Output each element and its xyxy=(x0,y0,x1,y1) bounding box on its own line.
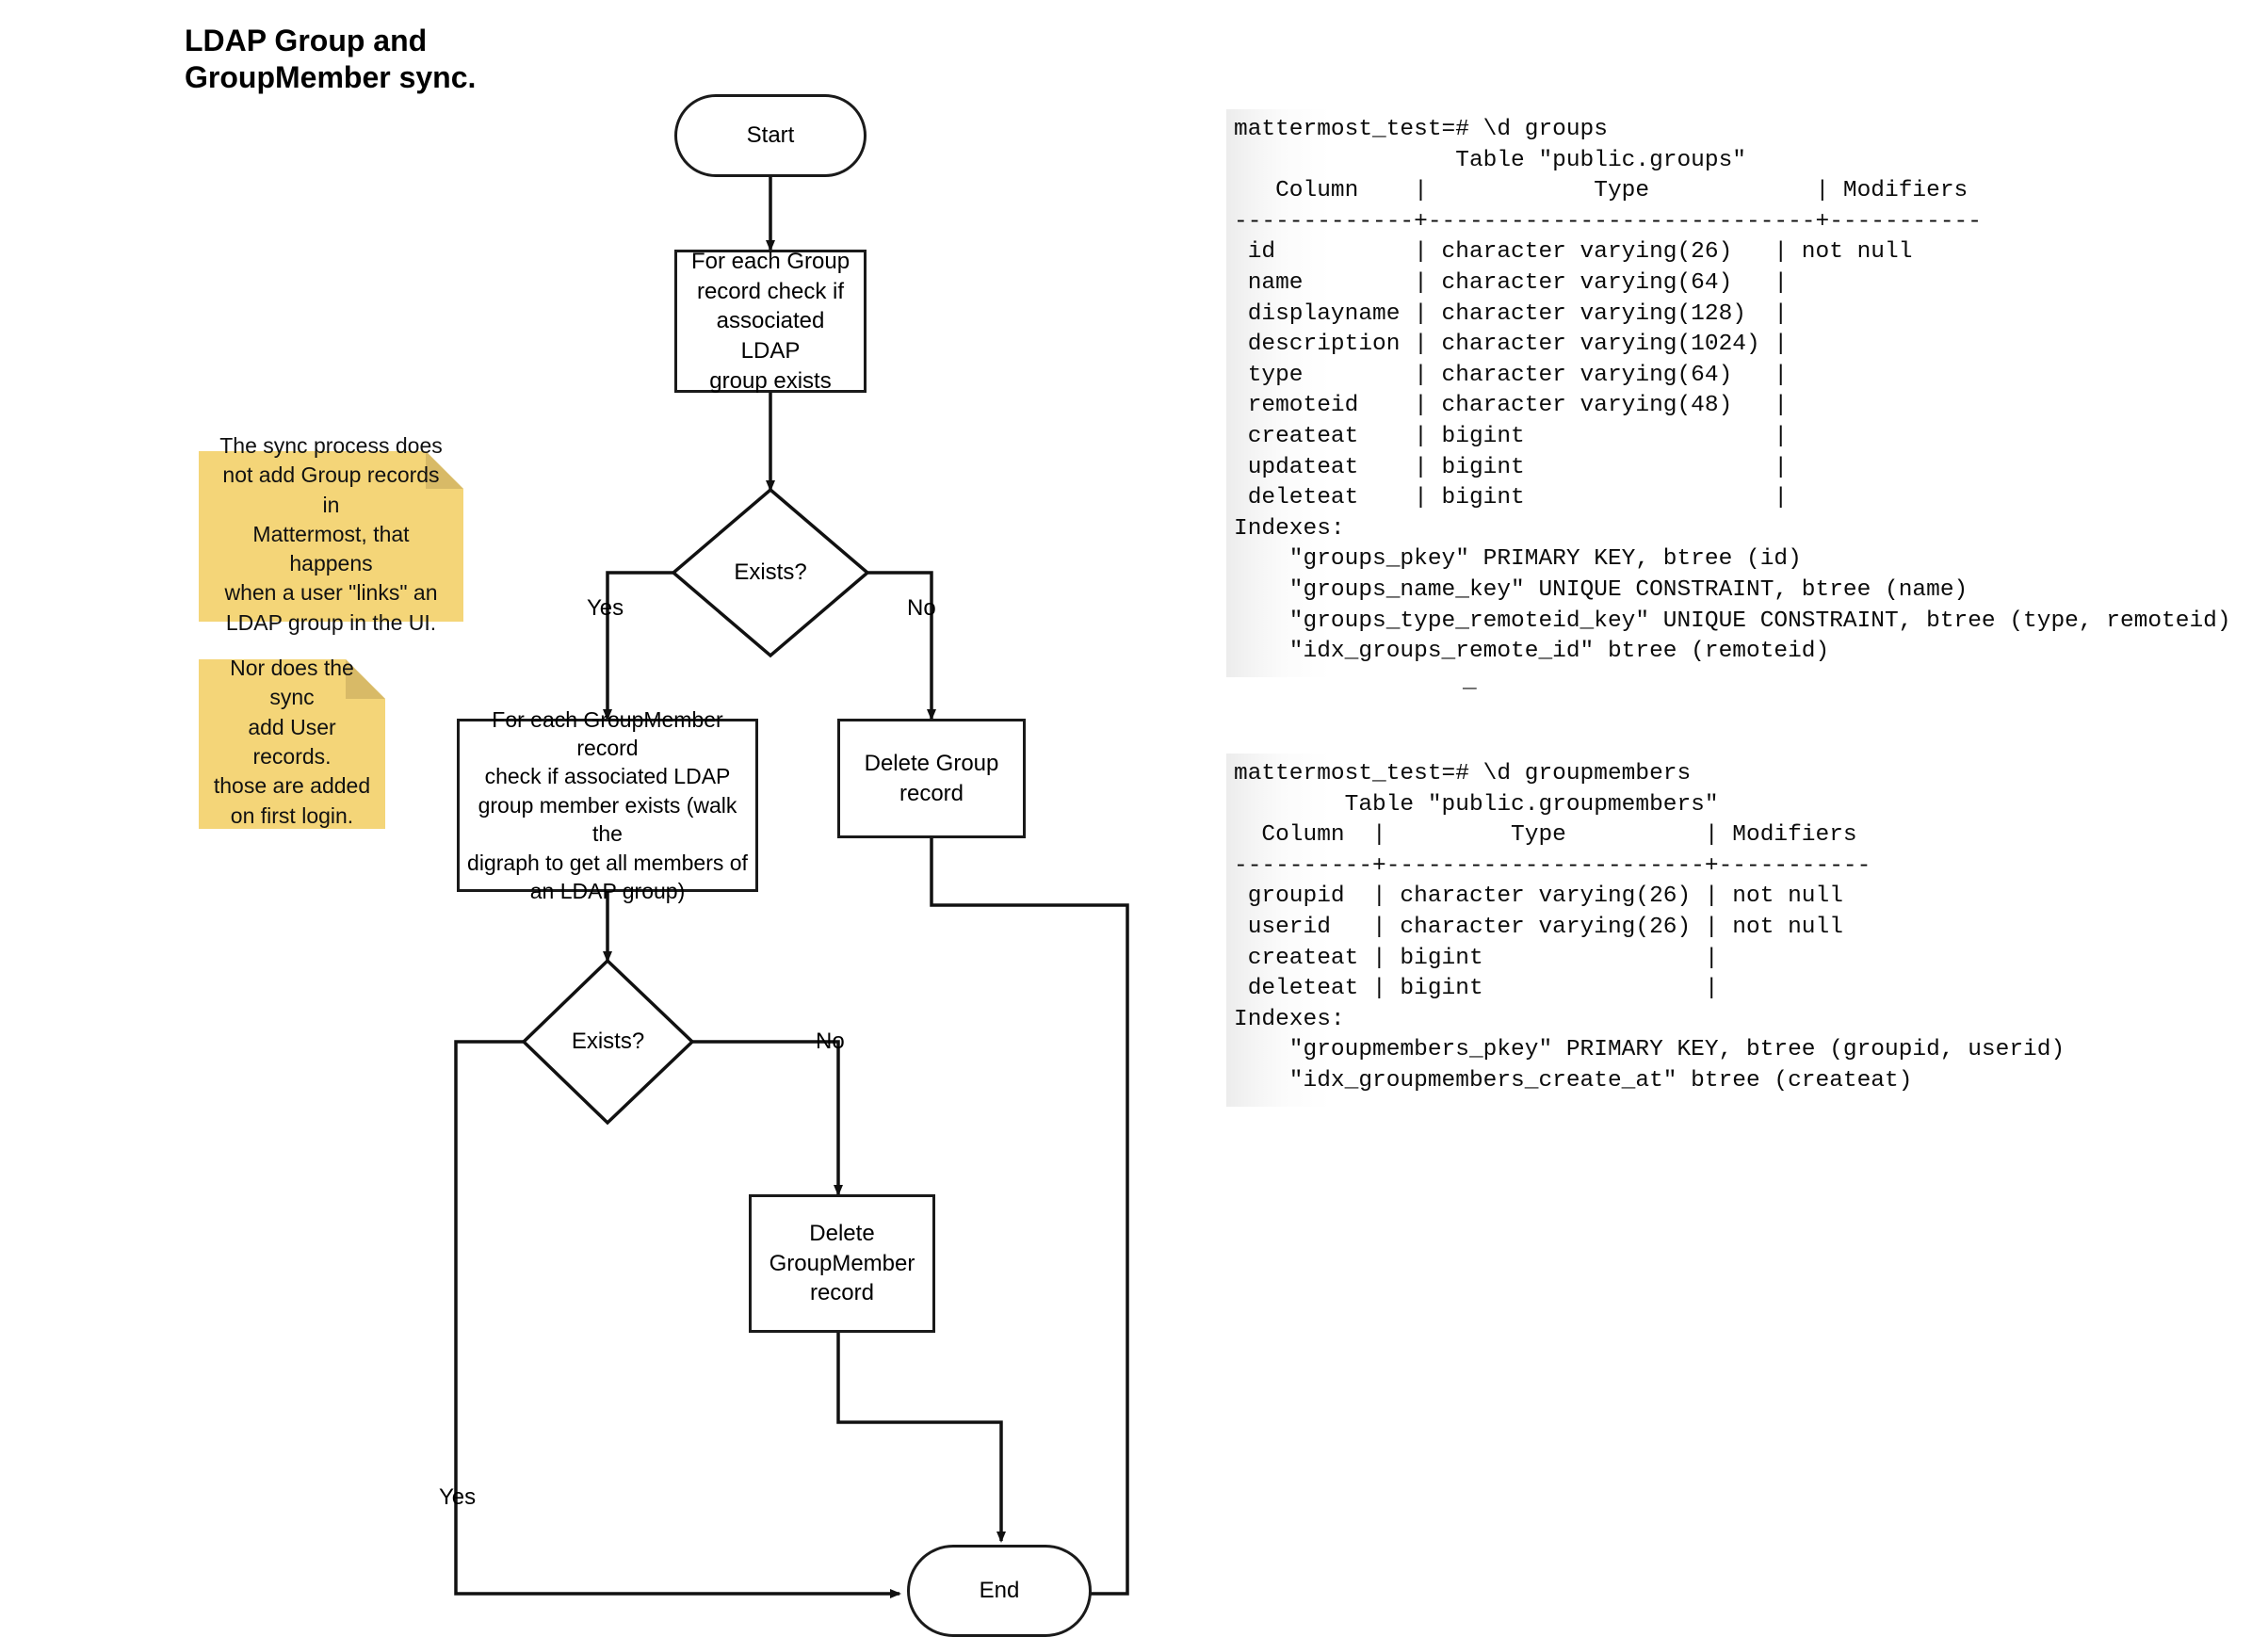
edge-decision-yes xyxy=(603,571,673,721)
edge-deletegroup-to-end xyxy=(930,838,1129,1598)
edge-deletemember-to-end xyxy=(836,1333,1006,1543)
page-title: LDAP Group and GroupMember sync. xyxy=(185,24,477,95)
node-delete-groupmember-record[interactable]: Delete GroupMember record xyxy=(749,1194,935,1333)
decision-group-label: Exists? xyxy=(734,559,807,585)
edge-decision2-yes xyxy=(454,1040,901,1598)
node-start[interactable]: Start xyxy=(674,94,867,177)
node-check-groupmember-record[interactable]: For each GroupMember record check if ass… xyxy=(457,707,758,903)
edge-decision-no xyxy=(867,571,936,721)
edge-label-member-no: No xyxy=(816,1029,845,1054)
note-1-shape xyxy=(199,451,463,622)
decision-group-shape xyxy=(671,487,870,658)
psql-output-groups: mattermost_test=# \d groups Table "publi… xyxy=(1226,109,2231,677)
sticky-note-sync-does-not-add-groups: The sync process does not add Group reco… xyxy=(199,433,463,635)
node-end[interactable]: End xyxy=(907,1545,1092,1637)
edge-label-group-no: No xyxy=(907,595,936,621)
edge-label-group-yes: Yes xyxy=(587,595,624,621)
node-decision-group-exists[interactable]: Exists? xyxy=(673,490,867,656)
sticky-note-2-text: Nor does the sync add User records. thos… xyxy=(213,656,371,828)
edge-label-member-yes: Yes xyxy=(439,1484,477,1510)
decision-member-label: Exists? xyxy=(571,1029,645,1054)
psql-cursor-groups: _ xyxy=(1463,669,1477,694)
psql-output-groupmembers: mattermost_test=# \d groupmembers Table … xyxy=(1226,754,2206,1107)
node-delete-group-record[interactable]: Delete Group record xyxy=(837,719,1026,838)
decision-member-shape xyxy=(521,958,695,1126)
sticky-note-sync-does-not-add-users: Nor does the sync add User records. thos… xyxy=(199,656,385,829)
edge-decision2-no xyxy=(692,1040,843,1196)
node-check-group-record[interactable]: For each Group record check if associate… xyxy=(674,249,867,394)
node-decision-member-exists[interactable]: Exists? xyxy=(524,961,692,1123)
sticky-note-1-text: The sync process does not add Group reco… xyxy=(219,433,443,635)
note-2-shape xyxy=(199,659,385,829)
